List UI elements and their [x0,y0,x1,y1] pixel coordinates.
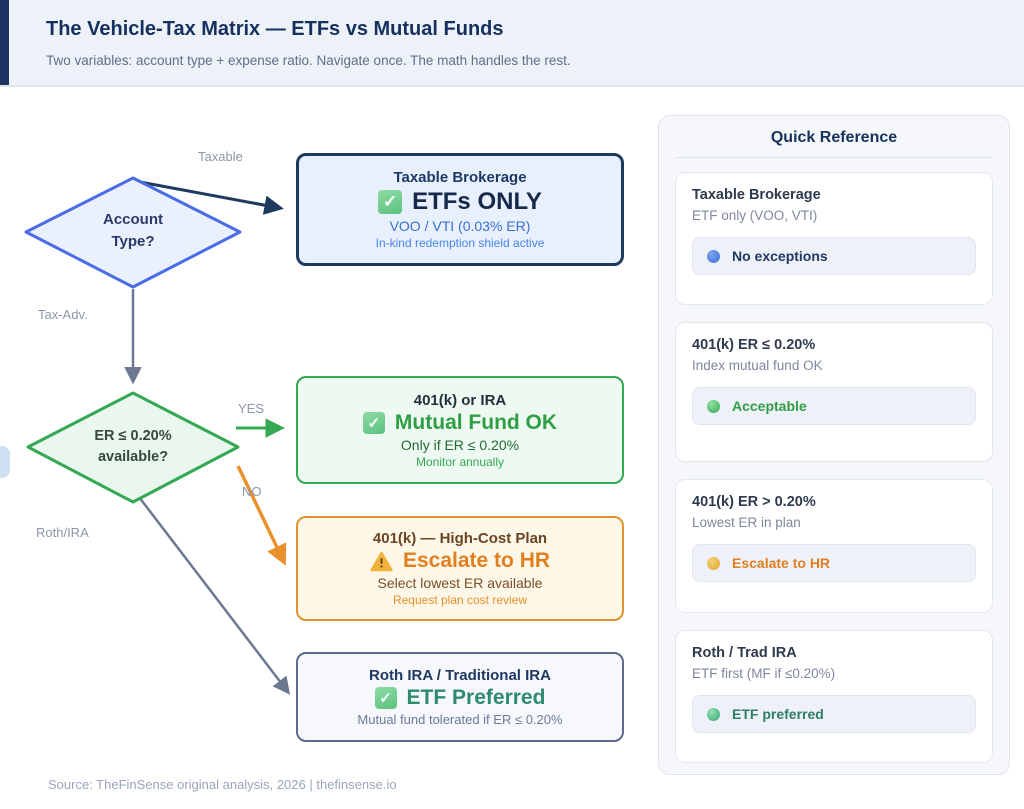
page-subtitle: Two variables: account type + expense ra… [46,53,571,68]
outcome-roth-trad-ira: Roth IRA / Traditional IRA ✓ ETF Preferr… [296,652,624,742]
outcome-detail: Only if ER ≤ 0.20% [400,436,520,453]
quick-reference-title: Quick Reference [770,129,898,146]
edge-label-yes: YES [238,401,265,416]
qr-card-subtitle: ETF first (MF if ≤0.20%) [692,666,836,681]
status-badge: No exceptions [692,237,976,275]
outcome-verdict: Mutual Fund OK [394,410,558,434]
qr-card-title: 401(k) ER > 0.20% [692,494,816,510]
status-badge-label: Escalate to HR [732,555,831,571]
check-icon: ✓ [374,687,397,709]
status-badge-label: No exceptions [732,248,828,264]
arrow-no [236,465,287,566]
qr-card-roth-trad-ira: Roth / Trad IRA ETF first (MF if ≤0.20%)… [675,630,993,763]
outcome-taxable-brokerage: Taxable Brokerage ✓ ETFs ONLY VOO / VTI … [296,153,624,266]
outcome-verdict: Escalate to HR [402,549,551,572]
page-title: The Vehicle-Tax Matrix — ETFs vs Mutual … [46,18,504,40]
qr-card-401k-high-er: 401(k) ER > 0.20% Lowest ER in plan Esca… [675,479,993,613]
qr-card-subtitle: ETF only (VOO, VTI) [692,208,818,223]
outcome-title: Taxable Brokerage [393,169,527,186]
status-badge-label: ETF preferred [732,706,824,722]
status-badge: Escalate to HR [692,544,976,582]
arrow-taxable [139,180,284,215]
quick-reference-panel: Quick Reference Taxable Brokerage ETF on… [658,115,1010,775]
status-dot-icon [707,707,720,721]
outcome-note: Monitor annually [415,454,505,469]
outcome-verdict-row: ✓ Mutual Fund OK [362,410,558,435]
outcome-detail: VOO / VTI (0.03% ER) [389,218,531,234]
status-dot-icon [707,556,720,570]
divider [675,157,993,158]
header-accent-bar [0,0,9,85]
outcome-title: 401(k) or IRA [413,391,507,409]
outcome-detail: Mutual fund tolerated if ER ≤ 0.20% [357,712,563,727]
edge-label-tax-adv: Tax-Adv. [38,307,88,322]
edge-label-taxable: Taxable [198,149,243,164]
outcome-title: Roth IRA / Traditional IRA [369,667,551,684]
outcome-verdict: ETFs ONLY [412,188,542,215]
outcome-verdict-row: ✓ ETFs ONLY [378,188,542,216]
qr-card-title: 401(k) ER ≤ 0.20% [692,337,816,353]
outcome-title: 401(k) — High-Cost Plan [372,530,548,547]
warning-icon [370,551,393,572]
qr-card-taxable-brokerage: Taxable Brokerage ETF only (VOO, VTI) No… [675,172,993,305]
outcome-verdict-row: ✓ ETF Preferred [374,686,546,710]
decision-er-label: ER ≤ 0.20% available? [94,428,172,466]
outcome-verdict-row: Escalate to HR [370,549,550,573]
check-icon: ✓ [362,411,385,434]
status-badge: Acceptable [692,387,976,425]
status-dot-icon [707,249,720,263]
qr-card-401k-low-er: 401(k) ER ≤ 0.20% Index mutual fund OK A… [675,322,993,462]
edge-label-roth-ira: Roth/IRA [36,525,89,540]
outcome-verdict: ETF Preferred [406,686,546,709]
arrow-roth [138,496,291,695]
outcome-detail: Select lowest ER available [377,575,543,591]
status-badge-label: Acceptable [732,398,807,414]
qr-card-subtitle: Index mutual fund OK [692,358,823,373]
qr-card-title: Roth / Trad IRA [692,645,797,661]
left-edge-scroll-tab[interactable] [0,446,10,478]
qr-card-title: Taxable Brokerage [692,187,821,203]
source-attribution: Source: TheFinSense original analysis, 2… [48,777,397,792]
edge-label-no: NO [242,484,262,499]
decision-account-type-label: Account Type? [103,211,163,250]
header: The Vehicle-Tax Matrix — ETFs vs Mutual … [0,0,1024,87]
qr-card-subtitle: Lowest ER in plan [692,515,801,530]
status-badge: ETF preferred [692,695,976,733]
check-icon: ✓ [378,190,403,214]
outcome-401k-ira: 401(k) or IRA ✓ Mutual Fund OK Only if E… [296,376,624,484]
status-dot-icon [707,399,720,413]
outcome-note: In-kind redemption shield active [375,236,545,250]
outcome-401k-high-cost: 401(k) — High-Cost Plan Escalate to HR S… [296,516,624,621]
outcome-note: Request plan cost review [392,593,528,607]
